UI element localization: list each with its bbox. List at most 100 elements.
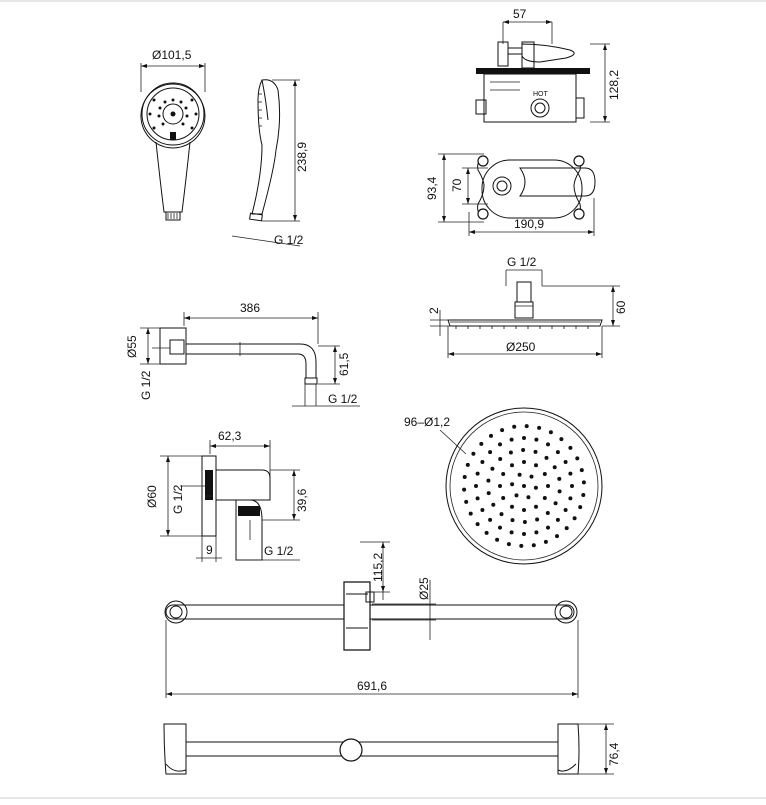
nozzle-dot xyxy=(465,462,470,467)
nozzle-dot xyxy=(548,430,553,435)
nozzle-dot xyxy=(462,487,467,492)
nozzle-dot xyxy=(553,501,558,506)
nozzle-dot xyxy=(557,476,562,481)
nozzle-dot xyxy=(509,530,514,535)
nozzle-dot xyxy=(522,460,526,464)
nozzle-dot xyxy=(519,543,524,548)
nozzle-dot xyxy=(522,508,526,512)
nozzle-dot xyxy=(546,525,550,530)
nozzle-dot xyxy=(488,517,493,522)
nozzle-dot xyxy=(534,463,538,468)
nozzle-dot xyxy=(480,460,485,464)
nozzle-dot xyxy=(480,508,485,512)
nozzle-dot xyxy=(555,450,560,455)
nozzle-dot xyxy=(522,436,526,440)
valve-hot-label: HOT xyxy=(533,91,549,98)
nozzle-dot xyxy=(529,474,534,479)
nozzle-dot xyxy=(522,532,526,536)
nozzle-dot xyxy=(533,485,538,490)
nozzle-dot xyxy=(510,504,514,509)
outlet-thread-left-label: G 1/2 xyxy=(171,484,185,514)
rail-length-label: 691,6 xyxy=(357,679,387,693)
handshower-thread-label: G 1/2 xyxy=(274,233,304,247)
shower-head-side-view: G 1/2 2 60 Ø250 xyxy=(427,255,628,358)
slide-rail-side-view: 76,4 xyxy=(163,723,621,775)
rail-diameter-label: Ø25 xyxy=(417,577,431,600)
slider-height-label: 115,2 xyxy=(371,553,385,582)
nozzle-dot xyxy=(501,496,506,500)
outlet-diameter-label: Ø60 xyxy=(145,485,159,508)
nozzle-dot xyxy=(537,425,542,430)
rail-depth-label: 76,4 xyxy=(607,742,621,766)
nozzle-dot xyxy=(521,448,526,452)
nozzle-dot xyxy=(491,502,496,507)
handshower-front-view: Ø101,5 xyxy=(140,48,206,221)
nozzle-dot xyxy=(474,484,478,488)
handshower-length-label: 238,9 xyxy=(295,142,309,172)
nozzle-dot xyxy=(563,460,568,464)
nozzle-dot xyxy=(579,468,584,473)
wall-outlet-view: 62,3 Ø60 G 1/2 39,6 9 G 1/2 xyxy=(145,429,309,562)
nozzle-dot xyxy=(572,516,577,521)
nozzle-dot xyxy=(546,484,550,488)
arm-thread-left-label: G 1/2 xyxy=(139,370,153,400)
nozzle-dot xyxy=(568,471,573,476)
nozzle-dot xyxy=(464,499,469,504)
nozzle-dot xyxy=(475,471,480,476)
nozzles-label: 96–Ø1,2 xyxy=(404,415,450,429)
shower-head-front-view: 96–Ø1,2 xyxy=(404,407,603,565)
nozzle-dot xyxy=(531,543,536,548)
valve-height-label: 128,2 xyxy=(607,70,621,100)
arm-diameter-label: Ø55 xyxy=(125,335,139,358)
nozzle-dot xyxy=(522,484,526,488)
handshower-diameter-label: Ø101,5 xyxy=(152,48,192,62)
nozzle-dot xyxy=(512,424,517,429)
nozzle-dot xyxy=(526,495,531,500)
nozzle-dot xyxy=(517,472,522,477)
nozzle-dot xyxy=(581,480,586,485)
nozzle-dot xyxy=(543,539,548,544)
nozzle-dot xyxy=(534,530,539,535)
nozzle-dot xyxy=(498,484,502,488)
nozzle-dot xyxy=(510,518,515,523)
plate-height-inner-label: 70 xyxy=(450,178,464,192)
nozzle-dot xyxy=(510,482,515,487)
plate-height-outer-label: 93,4 xyxy=(425,176,439,200)
slide-rail-front-view: 115,2 Ø25 691,6 xyxy=(164,541,579,698)
nozzle-dot xyxy=(555,534,559,539)
nozzle-dot xyxy=(546,442,550,447)
nozzle-dot xyxy=(542,496,547,500)
handshower-side-view: 238,9 G 1/2 xyxy=(231,79,309,247)
valve-width-label: 57 xyxy=(513,7,527,21)
nozzle-dot xyxy=(490,466,495,471)
nozzle-dot xyxy=(545,511,550,515)
nozzle-dot xyxy=(498,525,502,530)
nozzle-dot xyxy=(488,450,493,455)
nozzle-dot xyxy=(533,449,538,454)
nozzle-dot xyxy=(544,455,549,460)
nozzle-dot xyxy=(570,484,574,488)
nozzle-dot xyxy=(501,472,506,476)
nozzle-dot xyxy=(471,451,476,456)
outlet-thread-bottom-label: G 1/2 xyxy=(264,544,294,558)
head-thread-label: G 1/2 xyxy=(507,255,537,269)
head-small-height-label: 2 xyxy=(427,307,441,314)
nozzle-dot xyxy=(542,472,547,476)
nozzle-dot xyxy=(514,493,519,498)
nozzle-dot xyxy=(555,517,560,522)
nozzle-dot xyxy=(475,496,480,501)
nozzle-dot xyxy=(486,478,491,483)
outlet-width-label: 62,3 xyxy=(218,429,242,443)
nozzle-dot xyxy=(534,437,539,442)
arm-length-label: 386 xyxy=(240,301,260,315)
nozzle-dot xyxy=(468,511,473,516)
nozzle-dot xyxy=(498,457,503,461)
nozzle-dot xyxy=(575,456,580,461)
nozzle-dot xyxy=(522,520,527,524)
nozzle-dot xyxy=(559,437,564,442)
nozzle-dot xyxy=(564,526,569,531)
nozzle-dot xyxy=(508,450,513,455)
nozzle-dot xyxy=(557,489,562,494)
nozzle-dot xyxy=(552,465,557,470)
